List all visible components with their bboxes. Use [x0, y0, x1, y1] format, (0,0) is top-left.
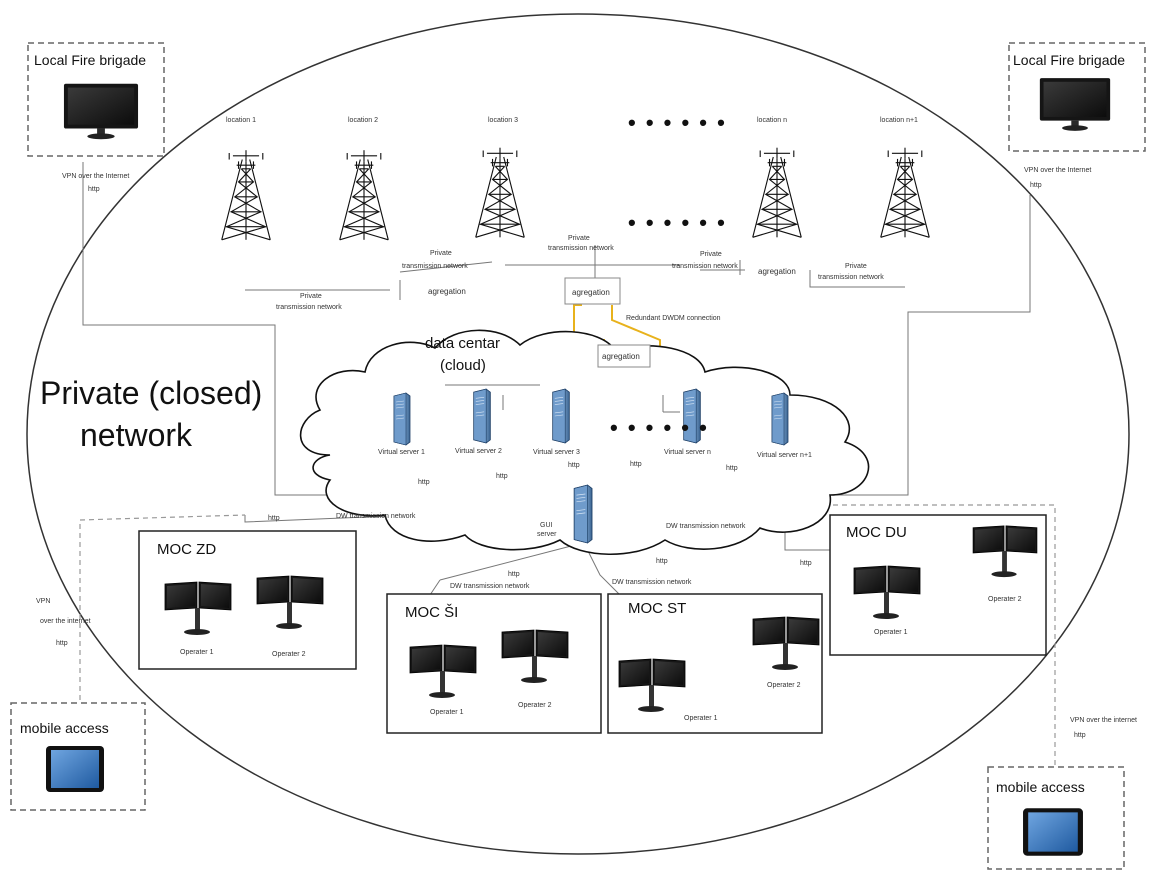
virtual-server-label: Virtual server 1	[378, 449, 425, 456]
dwdm-net-label: DW transmission network	[666, 523, 746, 530]
fire-brigade-right: Local Fire brigade VPN over the Internet…	[1008, 42, 1146, 189]
cloud-title-line1: data centar	[425, 335, 500, 352]
mobile-right-title: mobile access	[996, 779, 1085, 795]
location-label: location n+1	[880, 117, 918, 124]
transmission-label: transmission network	[276, 304, 342, 311]
mobile-access-right: VPN over the internet http mobile access	[987, 717, 1137, 870]
transmission-label: Private	[568, 235, 590, 242]
fire-brigade-left-vpn: VPN over the Internet	[62, 173, 129, 180]
virtual-server-icon	[393, 392, 411, 446]
dwdm-net-label: DW transmission network	[612, 579, 692, 586]
operator-label: Operater 1	[180, 649, 214, 656]
mobile-left-proto: http	[56, 640, 68, 647]
aggregation-label: agregation	[428, 287, 466, 296]
aggregation-label: agregation	[758, 267, 796, 276]
operator-label: Operater 2	[988, 596, 1022, 603]
virtual-server-label: Virtual server n+1	[757, 452, 812, 459]
mobile-left-over: over the internet	[40, 618, 91, 625]
virtual-server-icon	[771, 392, 789, 446]
moc-st: MOC ST Operater 1 Operater 2	[607, 593, 823, 734]
virtual-server-label: Virtual server 3	[533, 449, 580, 456]
operator-label: Operater 2	[272, 651, 306, 658]
tower-icon	[475, 147, 525, 238]
cloud-title-line2: (cloud)	[440, 357, 486, 374]
http-label: http	[508, 571, 520, 578]
location-label: location 2	[348, 117, 378, 124]
http-label: http	[568, 462, 580, 469]
moc-zd: MOC ZD Operater 1 Operater 2	[138, 530, 357, 670]
fire-brigade-right-vpn: VPN over the Internet	[1024, 167, 1091, 174]
transmission-label: Private	[845, 263, 867, 270]
tower-icon	[221, 149, 271, 241]
ellipsis-towers: • • • • • •	[628, 210, 727, 235]
gui-server-label: server	[537, 531, 557, 538]
mobile-left-vpn: VPN	[36, 598, 50, 605]
transmission-label: transmission network	[548, 245, 614, 252]
http-label: http	[726, 465, 738, 472]
network-label-line1: Private (closed)	[40, 375, 262, 411]
transmission-label: Private	[300, 293, 322, 300]
moc-zd-title: MOC ZD	[157, 541, 216, 558]
location-label: location 1	[226, 117, 256, 124]
operator-label: Operater 1	[874, 629, 908, 636]
location-label: location n	[757, 117, 787, 124]
fire-brigade-right-title: Local Fire brigade	[1013, 52, 1125, 68]
http-label: http	[656, 558, 668, 565]
transmission-labels: Private transmission network Private tra…	[276, 235, 884, 311]
redundant-dwdm-label: Redundant DWDM connection	[626, 315, 721, 322]
mobile-access-left: VPN over the internet http mobile access	[10, 598, 146, 811]
transmission-label: Private	[700, 251, 722, 258]
virtual-server-icon	[473, 388, 491, 444]
tower-icon	[339, 149, 389, 241]
moc-st-title: MOC ST	[628, 600, 686, 617]
operator-label: Operater 1	[684, 715, 718, 722]
gui-server-icon	[573, 484, 593, 544]
gui-server-label: GUI	[540, 522, 553, 529]
ellipsis-servers: • • • • • •	[610, 415, 709, 440]
tower-icon	[752, 147, 802, 238]
http-label: http	[418, 479, 430, 486]
fire-brigade-left-title: Local Fire brigade	[34, 52, 146, 68]
moc-si-title: MOC ŠI	[405, 604, 458, 621]
aggregation-label: agregation	[572, 288, 610, 297]
mobile-left-title: mobile access	[20, 720, 109, 736]
virtual-server-label: Virtual server n	[664, 449, 711, 456]
virtual-server-icon	[552, 388, 570, 444]
locations: location 1 location 2 location 3 locatio…	[221, 110, 930, 241]
aggregation-nodes: agregation agregation agregation Redunda…	[428, 267, 796, 322]
transmission-label: Private	[430, 250, 452, 257]
aggregation-label: agregation	[602, 352, 640, 361]
network-label-line2: network	[80, 417, 193, 453]
operator-label: Operater 2	[518, 702, 552, 709]
mobile-right-proto: http	[1074, 732, 1086, 739]
fire-brigade-left: Local Fire brigade VPN over the Internet…	[27, 42, 165, 193]
moc-du: MOC DU Operater 1 Operater 2	[829, 514, 1047, 656]
moc-du-title: MOC DU	[846, 524, 907, 541]
operator-label: Operater 1	[430, 709, 464, 716]
private-network-boundary	[26, 13, 1130, 855]
fire-brigade-right-proto: http	[1030, 182, 1042, 189]
transmission-label: transmission network	[672, 263, 738, 270]
fire-brigade-left-proto: http	[88, 186, 100, 193]
mobile-right-vpn: VPN over the internet	[1070, 717, 1137, 724]
http-label: http	[800, 560, 812, 567]
http-label: http	[268, 515, 280, 522]
data-center-cloud: data centar (cloud) agregation	[299, 329, 870, 555]
dwdm-net-label: DW transmission network	[336, 513, 416, 520]
location-label: location 3	[488, 117, 518, 124]
transmission-label: transmission network	[818, 274, 884, 281]
ellipsis-locations: • • • • • •	[628, 110, 727, 135]
transmission-label: transmission network	[402, 263, 468, 270]
http-label: http	[496, 473, 508, 480]
tablet-icon	[46, 746, 104, 792]
dwdm-net-label: DW transmission network	[450, 583, 530, 590]
http-label: http	[630, 461, 642, 468]
virtual-server-label: Virtual server 2	[455, 448, 502, 455]
tablet-icon	[1023, 808, 1083, 856]
virtual-servers	[445, 384, 680, 413]
moc-si: MOC ŠI Operater 1 Operater 2	[386, 593, 602, 734]
operator-label: Operater 2	[767, 682, 801, 689]
tower-icon	[880, 147, 930, 238]
